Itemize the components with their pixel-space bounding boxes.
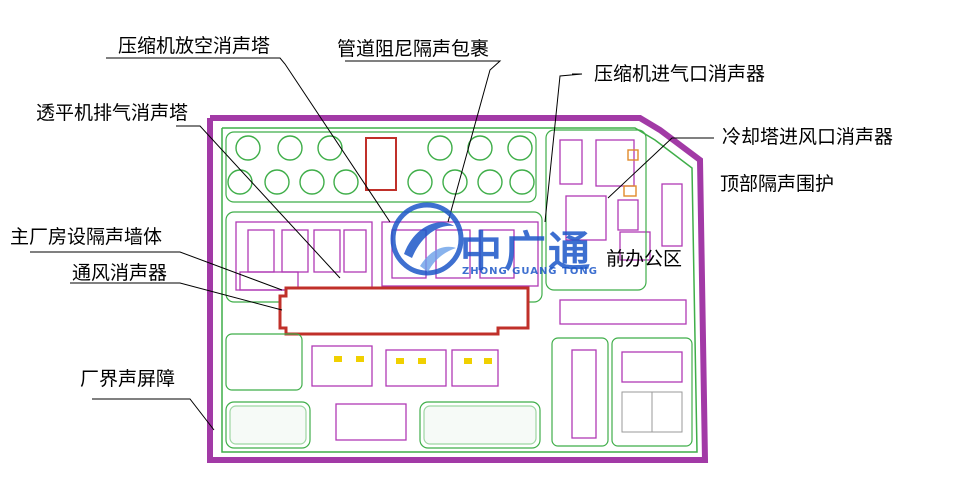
watermark-brand: 中广通 [460,227,593,276]
green-zones-lower [225,333,541,449]
main-building [278,286,530,336]
label-cooling-tower-inlet-silencer: 冷却塔进风口消声器 [722,126,894,148]
label-boundary-noise-barrier: 厂界声屏障 [80,368,176,390]
label-main-building-sound-wall: 主厂房设隔声墙体 [10,226,163,248]
right-green-zones [545,129,693,447]
auxiliary-blocks [311,345,499,441]
grey-structures [621,391,683,433]
watermark-subtitle: ZHONG GUANG TONG [462,266,598,277]
label-compressor-inlet-silencer: 压缩机进气口消声器 [594,63,766,85]
leader-lines [30,57,714,431]
label-compressor-vent-silencer: 压缩机放空消声塔 [118,35,271,57]
watermark-logo-icon [390,202,464,276]
cooling-tanks [227,135,535,195]
label-top-sound-enclosure: 顶部隔声围护 [720,173,835,195]
label-turbine-exhaust-silencer: 透平机排气消声塔 [36,102,189,124]
auxiliary-yellow-marks [334,356,492,364]
right-orange-marks [623,149,639,197]
label-ventilation-silencer: 通风消声器 [72,262,168,284]
label-office-area: 前办公区 [606,248,683,270]
top-green-zone [225,131,537,203]
label-pipe-damping-wrap: 管道阻尼隔声包裹 [337,38,490,60]
right-equipment [559,139,687,439]
top-red-tank-block [365,137,397,191]
site-boundary [207,115,709,463]
